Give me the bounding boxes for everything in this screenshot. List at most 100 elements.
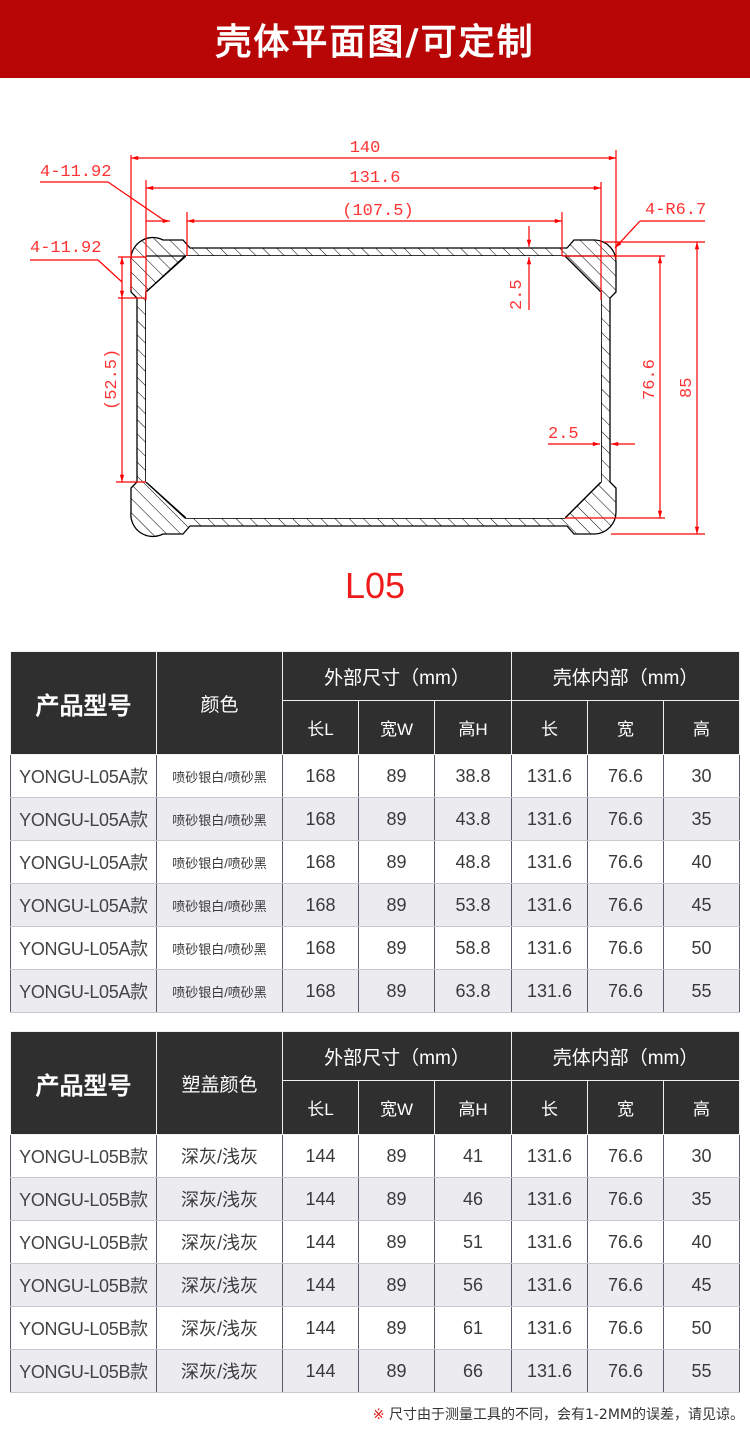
table-row: YONGU-L05B款 深灰/浅灰 144 89 56 131.6 76.6 4… (10, 1263, 741, 1307)
cell-outer-height: 43.8 (433, 797, 513, 841)
cell-outer-length: 168 (282, 840, 359, 884)
cell-outer-width: 89 (358, 1220, 435, 1264)
cell-model: YONGU-L05A款 (10, 840, 157, 884)
cell-color: 深灰/浅灰 (156, 1263, 283, 1307)
cell-inner-width: 76.6 (587, 1134, 665, 1178)
dim-inner-width: 131.6 (349, 169, 400, 188)
cell-inner-length: 131.6 (511, 969, 589, 1013)
spec-table-aluminum: 产品型号 颜色 外部尺寸（mm） 壳体内部（mm） 长L 宽W 高H 长 宽 高… (10, 651, 741, 1013)
cell-color: 喷砂银白/喷砂黑 (156, 969, 283, 1013)
table-row: YONGU-L05A款 喷砂银白/喷砂黑 168 89 53.8 131.6 7… (10, 883, 741, 927)
cell-outer-length: 144 (282, 1177, 359, 1221)
header-color: 颜色 (156, 651, 283, 755)
cell-color: 喷砂银白/喷砂黑 (156, 840, 283, 884)
cell-color: 深灰/浅灰 (156, 1306, 283, 1350)
cell-inner-width: 76.6 (587, 1220, 665, 1264)
dim-wall-top: 2.5 (508, 279, 527, 310)
cell-inner-length: 131.6 (511, 1134, 589, 1178)
cell-inner-length: 131.6 (511, 883, 589, 927)
cell-inner-length: 131.6 (511, 754, 589, 798)
header-outer-length: 长L (282, 700, 359, 755)
cell-outer-height: 46 (433, 1177, 513, 1221)
cell-color: 深灰/浅灰 (156, 1177, 283, 1221)
header-inner-dimensions: 壳体内部（mm） (511, 651, 741, 701)
cell-inner-height: 30 (663, 1134, 741, 1178)
cell-outer-length: 144 (282, 1134, 359, 1178)
cell-inner-width: 76.6 (587, 840, 665, 884)
header-inner-width: 宽 (587, 700, 665, 755)
cell-model: YONGU-L05B款 (10, 1349, 157, 1393)
cell-model: YONGU-L05A款 (10, 797, 157, 841)
cell-outer-height: 53.8 (433, 883, 513, 927)
cell-model: YONGU-L05B款 (10, 1306, 157, 1350)
cell-outer-width: 89 (358, 1306, 435, 1350)
cell-model: YONGU-L05A款 (10, 754, 157, 798)
header-inner-dimensions: 壳体内部（mm） (511, 1031, 741, 1081)
cell-outer-height: 61 (433, 1306, 513, 1350)
cell-outer-width: 89 (358, 1263, 435, 1307)
cell-outer-height: 66 (433, 1349, 513, 1393)
cell-outer-width: 89 (358, 883, 435, 927)
cell-inner-width: 76.6 (587, 969, 665, 1013)
cell-model: YONGU-L05B款 (10, 1177, 157, 1221)
table-row: YONGU-L05B款 深灰/浅灰 144 89 41 131.6 76.6 3… (10, 1134, 741, 1178)
cell-outer-width: 89 (358, 1177, 435, 1221)
cell-color: 喷砂银白/喷砂黑 (156, 883, 283, 927)
cell-outer-length: 168 (282, 926, 359, 970)
dim-chamfer-side: 4-11.92 (30, 239, 101, 258)
cell-outer-width: 89 (358, 1134, 435, 1178)
cell-inner-width: 76.6 (587, 754, 665, 798)
note-text: 尺寸由于测量工具的不同，会有1-2MM的误差，请见谅。 (384, 1407, 744, 1423)
cell-inner-length: 131.6 (511, 1220, 589, 1264)
cell-color: 深灰/浅灰 (156, 1134, 283, 1178)
cell-inner-length: 131.6 (511, 840, 589, 884)
profile-outline (130, 236, 617, 538)
cell-outer-width: 89 (358, 797, 435, 841)
cell-inner-height: 50 (663, 1306, 741, 1350)
header-lid-color: 塑盖颜色 (156, 1031, 283, 1135)
cell-outer-length: 168 (282, 883, 359, 927)
tolerance-note: ※ 尺寸由于测量工具的不同，会有1-2MM的误差，请见谅。 (373, 1404, 744, 1424)
dimension-labels: 140 131.6 (107.5) 4-11.92 4-11.92 4-R6.7… (30, 139, 706, 444)
cell-inner-length: 131.6 (511, 926, 589, 970)
header-outer-dimensions: 外部尺寸（mm） (281, 651, 513, 701)
table-row: YONGU-L05A款 喷砂银白/喷砂黑 168 89 43.8 131.6 7… (10, 797, 741, 841)
header-outer-height: 高H (433, 1080, 513, 1135)
header-model: 产品型号 (10, 651, 157, 755)
cell-outer-length: 144 (282, 1263, 359, 1307)
header-model: 产品型号 (10, 1031, 157, 1135)
cell-color: 喷砂银白/喷砂黑 (156, 926, 283, 970)
dim-wall-side: 2.5 (548, 425, 579, 444)
cell-inner-height: 45 (663, 883, 741, 927)
cell-inner-width: 76.6 (587, 1177, 665, 1221)
spec-table-plastic-lid: 产品型号 塑盖颜色 外部尺寸（mm） 壳体内部（mm） 长L 宽W 高H 长 宽… (10, 1031, 741, 1393)
cell-inner-width: 76.6 (587, 797, 665, 841)
table-row: YONGU-L05B款 深灰/浅灰 144 89 61 131.6 76.6 5… (10, 1306, 741, 1350)
cell-inner-width: 76.6 (587, 1349, 665, 1393)
cell-inner-height: 50 (663, 926, 741, 970)
cell-model: YONGU-L05A款 (10, 926, 157, 970)
cell-inner-height: 30 (663, 754, 741, 798)
cell-model: YONGU-L05A款 (10, 969, 157, 1013)
cell-color: 深灰/浅灰 (156, 1220, 283, 1264)
cell-outer-height: 51 (433, 1220, 513, 1264)
cell-outer-length: 168 (282, 797, 359, 841)
cell-color: 喷砂银白/喷砂黑 (156, 797, 283, 841)
cell-outer-height: 63.8 (433, 969, 513, 1013)
cell-outer-length: 144 (282, 1220, 359, 1264)
header-inner-height: 高 (663, 700, 741, 755)
cell-outer-width: 89 (358, 1349, 435, 1393)
header-inner-height: 高 (663, 1080, 741, 1135)
model-label: L05 (344, 565, 406, 606)
cell-inner-height: 35 (663, 1177, 741, 1221)
cell-inner-length: 131.6 (511, 1263, 589, 1307)
table-row: YONGU-L05A款 喷砂银白/喷砂黑 168 89 48.8 131.6 7… (10, 840, 741, 884)
table-row: YONGU-L05B款 深灰/浅灰 144 89 66 131.6 76.6 5… (10, 1349, 741, 1393)
header-inner-length: 长 (511, 700, 589, 755)
note-mark-icon: ※ (372, 1407, 385, 1423)
cell-outer-height: 58.8 (433, 926, 513, 970)
cell-outer-width: 89 (358, 969, 435, 1013)
table-row: YONGU-L05B款 深灰/浅灰 144 89 46 131.6 76.6 3… (10, 1177, 741, 1221)
cell-model: YONGU-L05B款 (10, 1220, 157, 1264)
cell-color: 深灰/浅灰 (156, 1349, 283, 1393)
